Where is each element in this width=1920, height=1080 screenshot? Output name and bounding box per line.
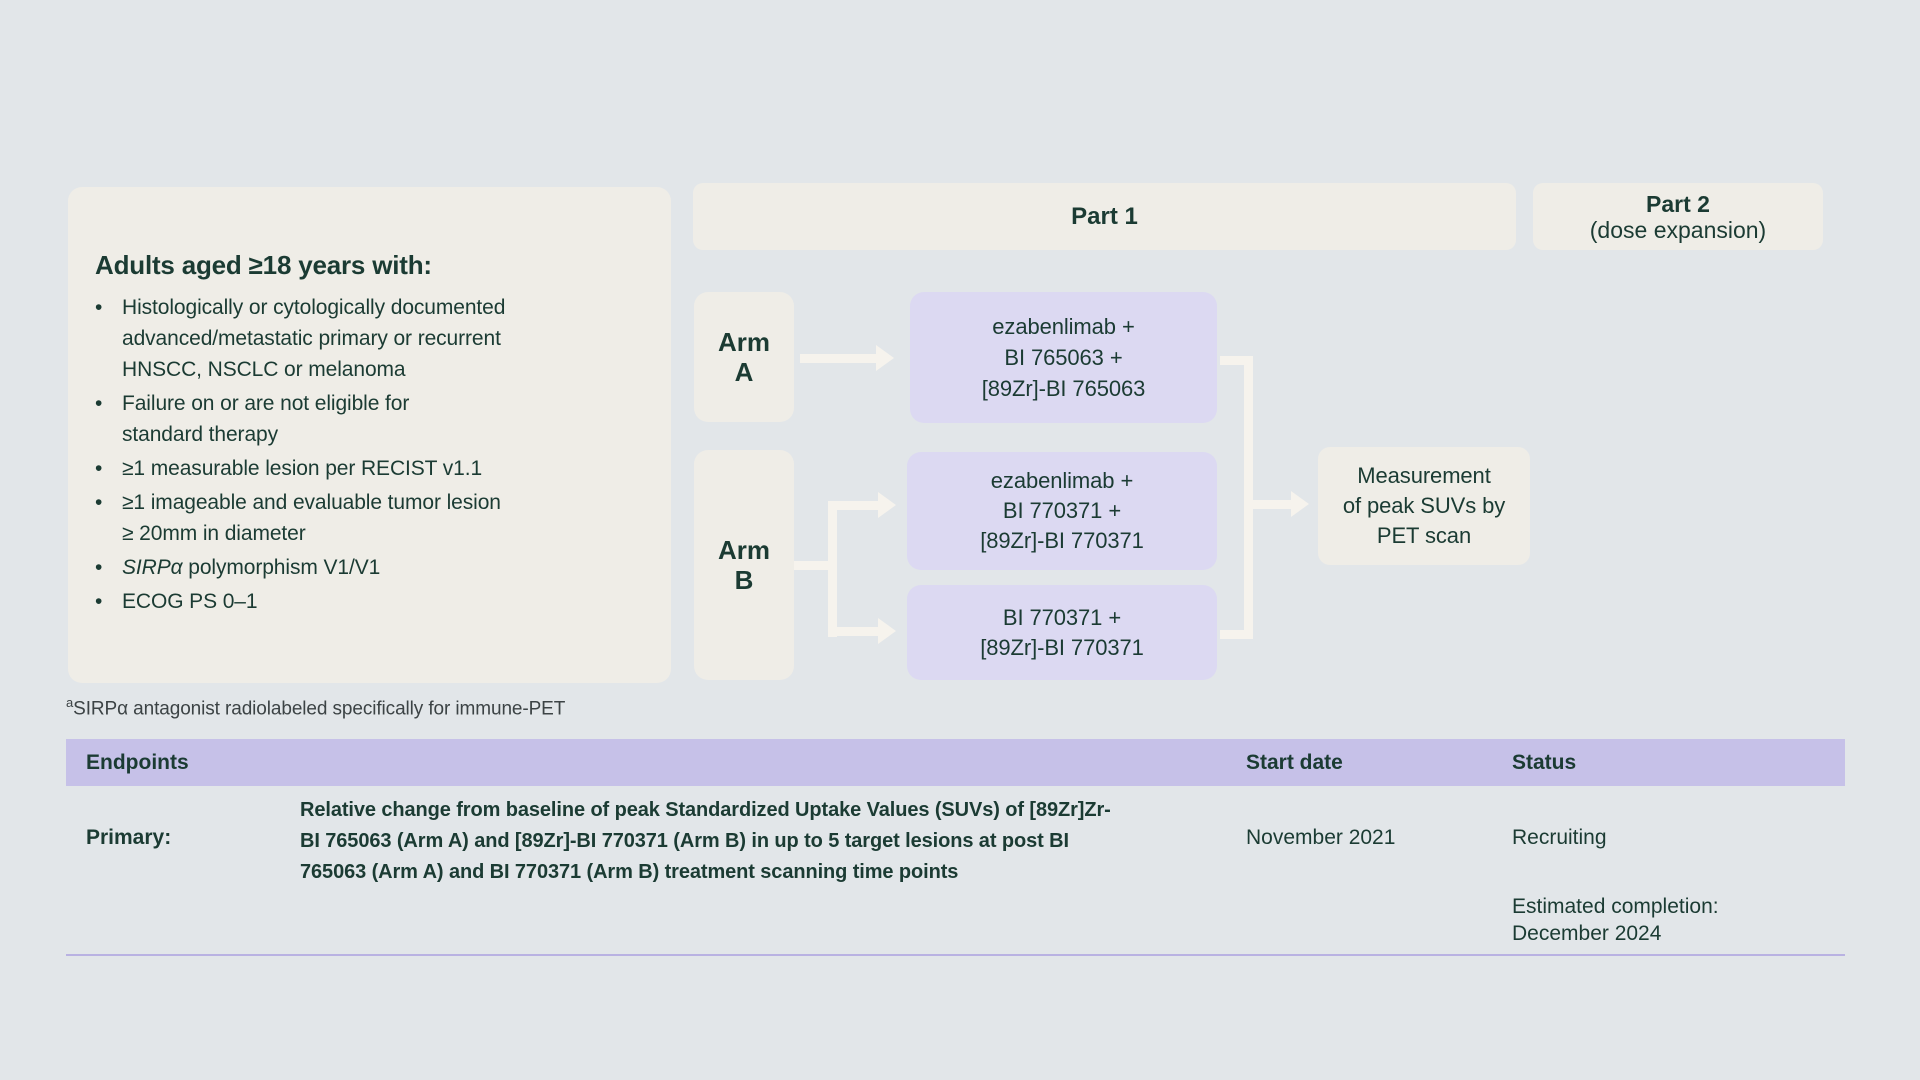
bullet-text: ≥1 imageable and evaluable tumor lesion … bbox=[122, 491, 501, 545]
bullet-text: Histologically or cytologically document… bbox=[122, 296, 506, 381]
bracket-vertical bbox=[1244, 356, 1253, 639]
primary-endpoint-text: Relative change from baseline of peak St… bbox=[300, 799, 1111, 883]
arm-b-box: Arm B bbox=[694, 450, 794, 680]
arrow-a-shaft bbox=[800, 354, 876, 363]
treatment-box-arm-a: ezabenlimab + BI 765063 + [89Zr]-BI 7650… bbox=[910, 292, 1217, 423]
footnote: aSIRPα antagonist radiolabeled specifica… bbox=[66, 695, 566, 720]
arm-b-bottom-arrow-icon bbox=[878, 618, 896, 644]
table-bottom-divider bbox=[66, 954, 1845, 956]
bullet-text: SIRPα polymorphism V1/V1 bbox=[122, 556, 381, 579]
bracket-arrow-icon bbox=[1291, 491, 1309, 517]
arm-a-box: Arm A bbox=[694, 292, 794, 422]
table-header-row: Endpoints Start date Status bbox=[66, 739, 1845, 786]
header-start-date: Start date bbox=[1246, 751, 1343, 774]
bullet-icon: • bbox=[95, 457, 103, 480]
bullet-text: ≥1 measurable lesion per RECIST v1.1 bbox=[122, 457, 483, 480]
primary-endpoint-label: Primary: bbox=[86, 826, 172, 849]
bullet-icon: • bbox=[95, 590, 103, 613]
header-endpoints: Endpoints bbox=[86, 751, 189, 774]
bullet-icon: • bbox=[95, 556, 103, 579]
measurement-box: Measurement of peak SUVs by PET scan bbox=[1318, 447, 1530, 565]
eligibility-criteria-box bbox=[68, 187, 671, 683]
treatment-box-arm-b1: ezabenlimab + BI 770371 + [89Zr]-BI 7703… bbox=[907, 452, 1217, 570]
bullet-icon: • bbox=[95, 392, 103, 415]
arm-b-stub bbox=[794, 561, 832, 570]
arrow-a-head-icon bbox=[876, 345, 894, 371]
header-status: Status bbox=[1512, 751, 1577, 774]
list-item: • ≥1 imageable and evaluable tumor lesio… bbox=[95, 487, 635, 549]
arm-b-top-arrow-icon bbox=[878, 492, 896, 518]
bullet-text: ECOG PS 0–1 bbox=[122, 590, 258, 613]
criteria-bullet-list: • Histologically or cytologically docume… bbox=[95, 292, 635, 620]
part1-header: Part 1 bbox=[693, 183, 1516, 250]
list-item: • ECOG PS 0–1 bbox=[95, 586, 635, 617]
arm-b-bottom-shaft bbox=[837, 627, 878, 636]
start-date-value: November 2021 bbox=[1246, 826, 1396, 849]
bracket-bottom-stub bbox=[1220, 630, 1250, 639]
list-item: • SIRPα polymorphism V1/V1 bbox=[95, 552, 635, 583]
part2-title: Part 2 bbox=[1646, 190, 1710, 217]
status-completion-note: Estimated completion: December 2024 bbox=[1512, 895, 1719, 945]
bullet-icon: • bbox=[95, 296, 103, 319]
list-item: • Failure on or are not eligible for sta… bbox=[95, 388, 635, 450]
bracket-mid-shaft bbox=[1253, 500, 1291, 509]
bracket-top-stub bbox=[1220, 356, 1250, 365]
footnote-superscript: a bbox=[66, 695, 74, 710]
treatment-box-arm-b2: BI 770371 + [89Zr]-BI 770371 bbox=[907, 585, 1217, 680]
status-value: Recruiting bbox=[1512, 826, 1607, 849]
part2-header: Part 2 (dose expansion) bbox=[1533, 183, 1823, 250]
criteria-title: Adults aged ≥18 years with: bbox=[95, 250, 432, 280]
arm-b-vertical bbox=[828, 501, 837, 637]
list-item: • Histologically or cytologically docume… bbox=[95, 292, 635, 385]
bullet-icon: • bbox=[95, 491, 103, 514]
bullet-text: Failure on or are not eligible for stand… bbox=[122, 392, 410, 446]
list-item: • ≥1 measurable lesion per RECIST v1.1 bbox=[95, 453, 635, 484]
part2-subtitle: (dose expansion) bbox=[1589, 216, 1767, 243]
arm-b-top-shaft bbox=[837, 501, 878, 510]
